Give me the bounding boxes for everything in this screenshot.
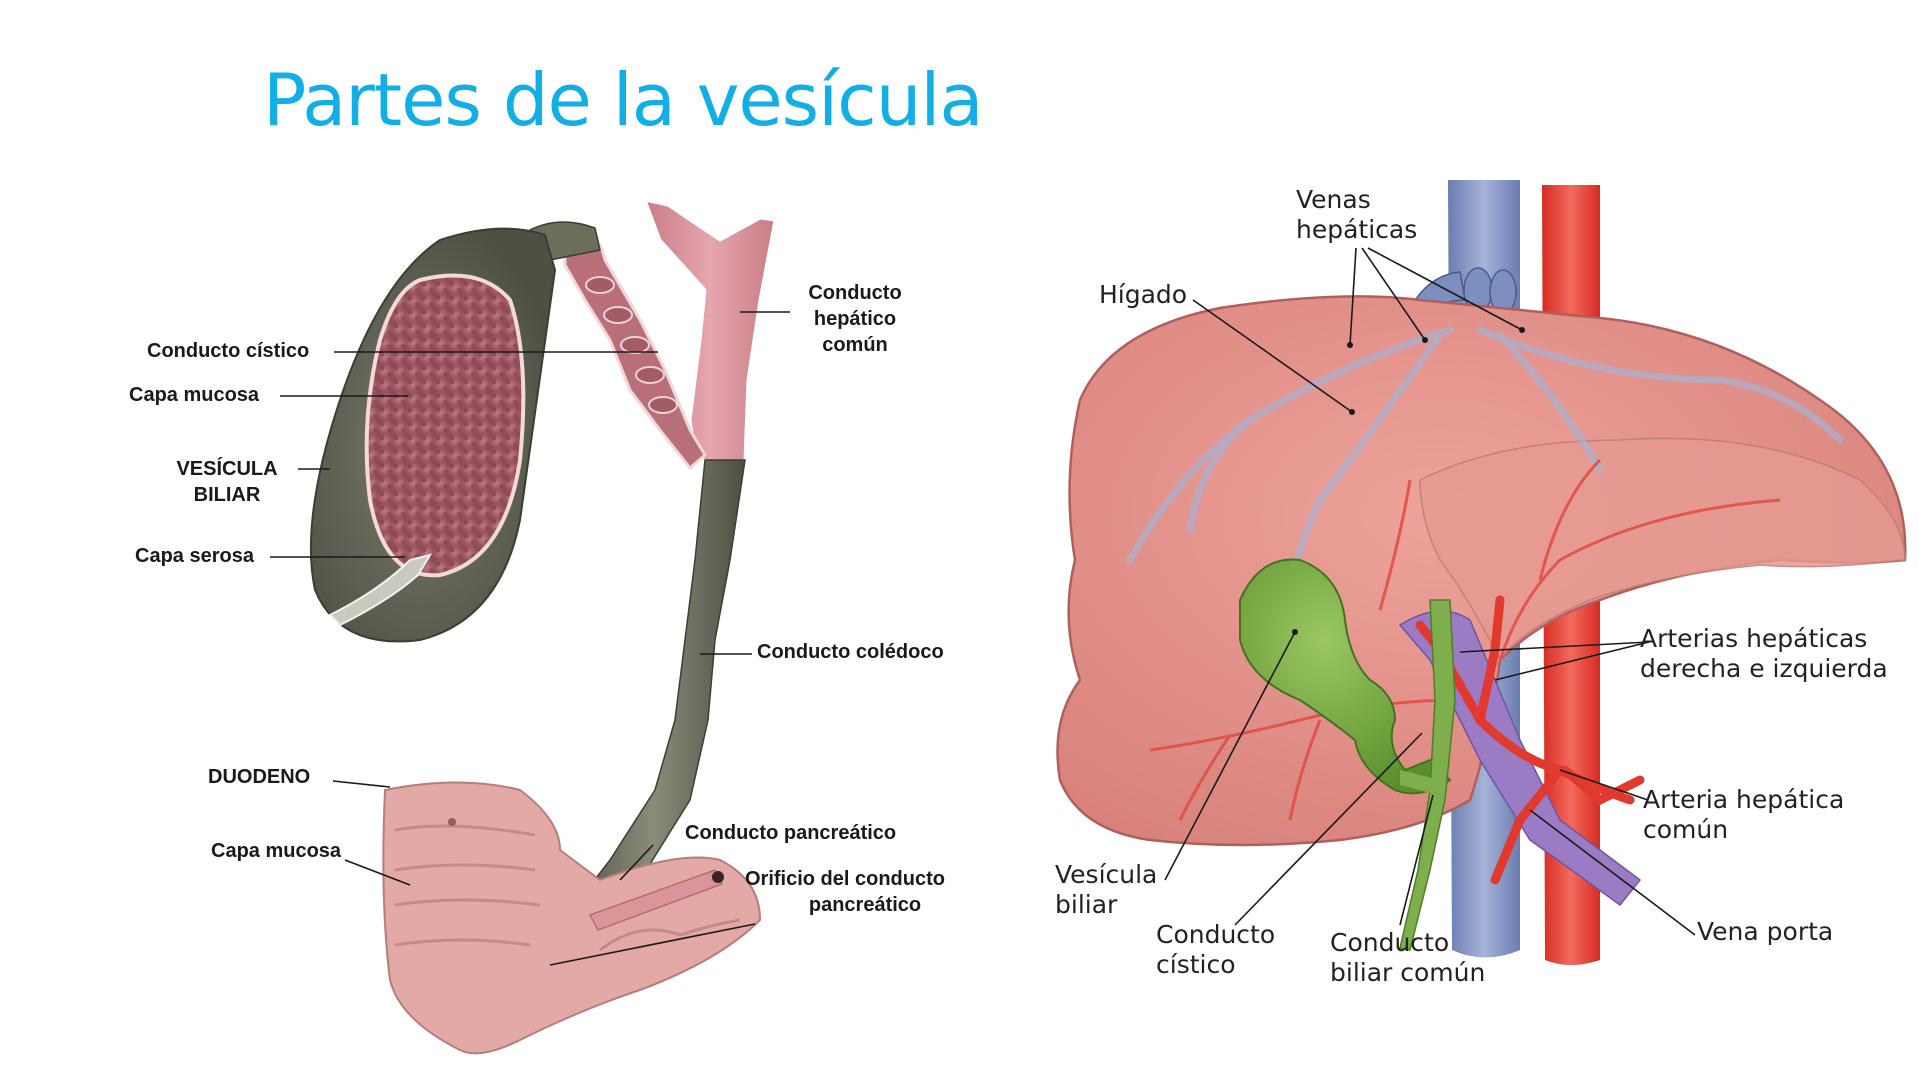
label-conducto-hepatico-line2: hepático: [813, 308, 897, 330]
label-conducto-hepatico-line3: común: [822, 334, 888, 356]
label-conducto-hepatico-comun: Conducto hepático común: [790, 280, 920, 358]
label-arterias-hepaticas: Arterias hepáticas derecha e izquierda: [1640, 624, 1888, 684]
label-orificio-line1: Orificio del conducto: [744, 868, 945, 890]
left-anatomy-figure: [270, 197, 790, 1055]
label-venas-hepaticas: Venas hepáticas: [1296, 185, 1417, 245]
label-arteria-comun-line2: común: [1643, 815, 1729, 844]
label-arteria-hepatica-comun: Arteria hepática común: [1643, 785, 1844, 845]
label-conducto-biliar-comun: Conducto biliar común: [1330, 928, 1485, 988]
label-conducto-coledoco: Conducto colédoco: [757, 641, 944, 663]
label-vesicula-biliar: VESÍCULA BILIAR: [168, 456, 286, 508]
label-biliar-comun-line2: biliar común: [1330, 958, 1486, 987]
label-arterias-line1: Arterias hepáticas: [1640, 624, 1868, 653]
label-capa-mucosa-duodeno: Capa mucosa: [211, 840, 342, 862]
label-arteria-comun-line1: Arteria hepática: [1643, 785, 1845, 814]
label-capa-serosa: Capa serosa: [135, 545, 254, 567]
label-higado: Hígado: [1099, 280, 1188, 309]
label-orificio-conducto-pancreatico: Orificio del conducto pancreático: [730, 866, 960, 918]
label-conducto-cistico-right: Conducto cístico: [1156, 920, 1275, 980]
right-anatomy-figure: [1056, 180, 1907, 965]
label-capa-mucosa-vesicula: Capa mucosa: [129, 384, 260, 406]
label-cistico-right-line1: Conducto: [1156, 920, 1276, 949]
label-cistico-right-line2: cístico: [1156, 950, 1236, 979]
label-conducto-pancreatico: Conducto pancreático: [685, 822, 897, 844]
label-orificio-line2: pancreático: [808, 894, 922, 916]
slide-title: Partes de la vesícula: [263, 58, 983, 142]
label-conducto-hepatico-line1: Conducto: [808, 282, 902, 304]
label-duodeno: DUODENO: [208, 766, 311, 788]
label-arterias-line2: derecha e izquierda: [1640, 654, 1888, 683]
label-vesicula-right-line2: biliar: [1055, 890, 1118, 919]
label-vena-porta: Vena porta: [1697, 917, 1834, 946]
label-vesicula-biliar-line1: VESÍCULA: [176, 458, 278, 480]
label-biliar-comun-line1: Conducto: [1330, 928, 1450, 957]
label-vesicula-biliar-line2: BILIAR: [193, 484, 261, 506]
label-vesicula-biliar-right: Vesícula biliar: [1055, 860, 1157, 920]
label-venas-line1: Venas: [1296, 185, 1371, 214]
label-conducto-cistico: Conducto cístico: [147, 340, 310, 362]
label-venas-line2: hepáticas: [1296, 215, 1418, 244]
label-vesicula-right-line1: Vesícula: [1055, 860, 1158, 889]
